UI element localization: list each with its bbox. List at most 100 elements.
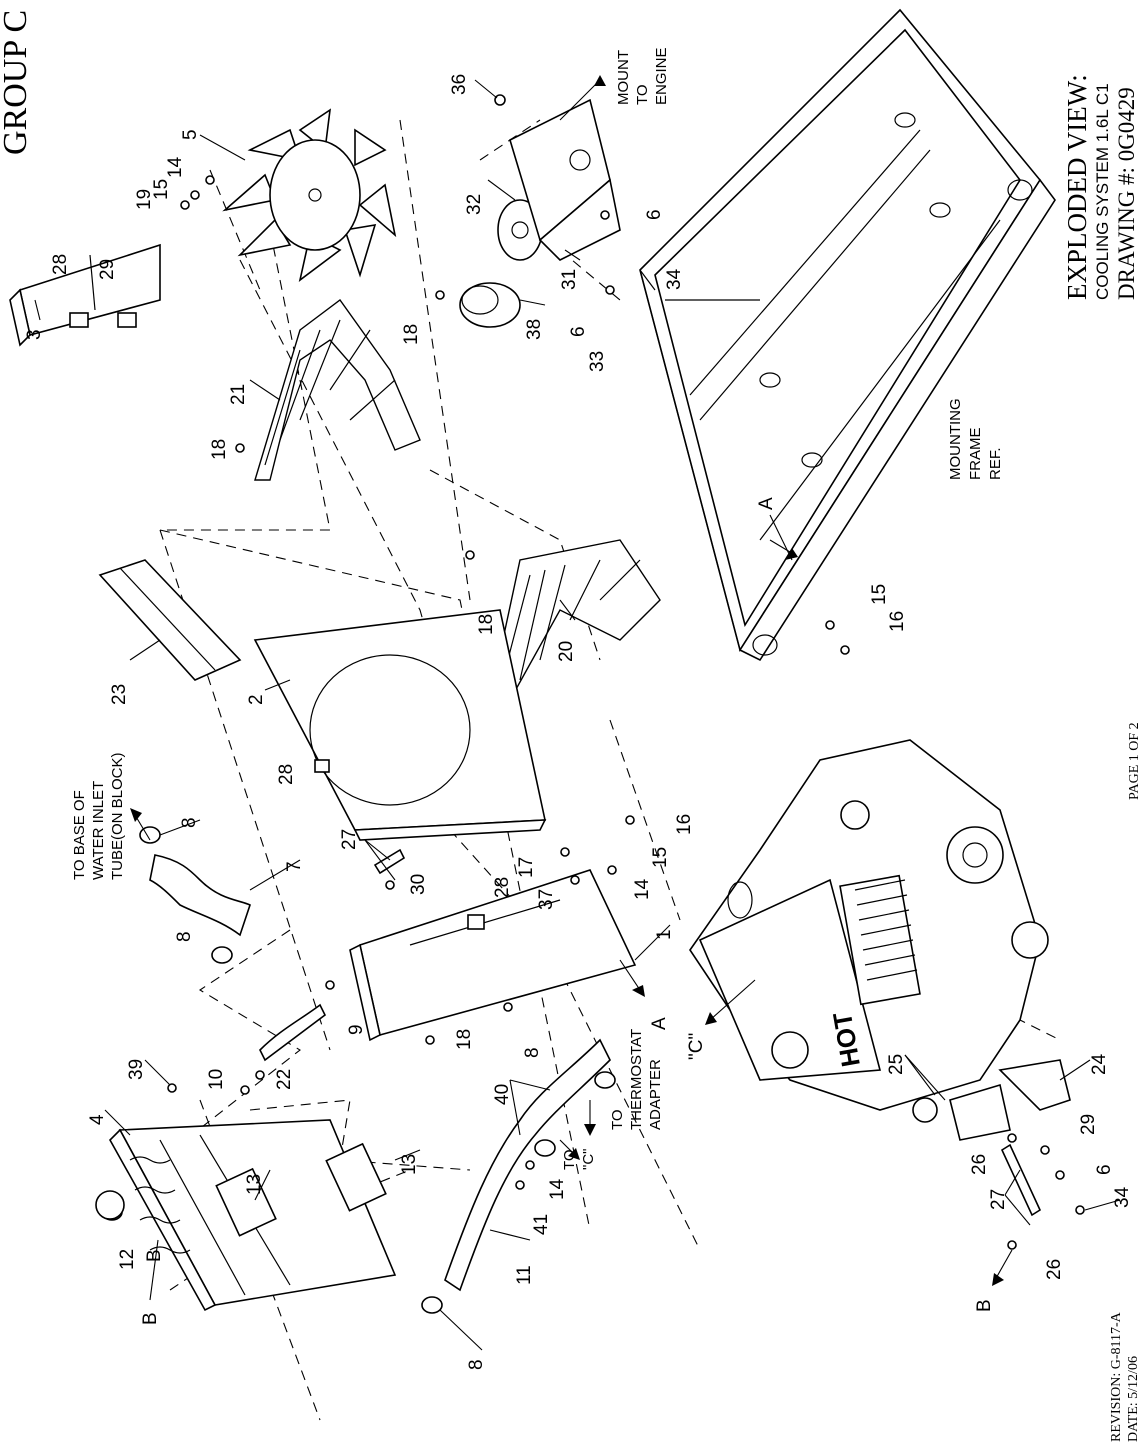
fan-blade xyxy=(222,108,397,282)
callout: 10 xyxy=(206,1069,227,1090)
callout: 4 xyxy=(87,1114,108,1125)
page-number: PAGE 1 OF 2 xyxy=(1127,722,1138,800)
callout: 27 xyxy=(339,829,360,850)
callout: 24 xyxy=(1089,1053,1110,1075)
overflow-tank xyxy=(949,1059,1071,1141)
callout: 8 xyxy=(179,817,200,828)
to-base-note: TO BASE OF WATER INLET TUBE(ON BLOCK) xyxy=(71,752,126,880)
callout: 33 xyxy=(587,351,608,372)
callout: 14 xyxy=(165,156,186,178)
water-pump-pulley xyxy=(459,199,543,328)
hose-27b xyxy=(373,848,406,875)
label-29 xyxy=(117,312,137,328)
system-name: COOLING SYSTEM 1.6L C1 xyxy=(1093,83,1112,300)
callout: 29 xyxy=(97,259,118,280)
hose-11 xyxy=(444,1038,611,1292)
callout: 34 xyxy=(1112,1186,1133,1208)
to-base-line-2: WATER INLET xyxy=(90,781,107,880)
group-title: GROUP C xyxy=(0,10,34,155)
to-thermostat-note: TO THERMOSTAT ADAPTER xyxy=(609,1025,664,1130)
mounting-frame-note: MOUNTING FRAME REF. xyxy=(947,394,1004,480)
callout: 37 xyxy=(536,889,557,910)
mount-line-2: TO xyxy=(634,84,651,105)
callout: 38 xyxy=(524,319,545,340)
engine xyxy=(689,739,1049,1111)
callout: 20 xyxy=(556,641,577,662)
callout: 8 xyxy=(174,931,195,942)
radiator-shroud xyxy=(253,609,547,841)
mounting-frame-line-3: REF. xyxy=(987,447,1004,480)
label-28b xyxy=(467,914,485,930)
callout: 7 xyxy=(284,861,305,872)
callout: 9 xyxy=(346,1024,367,1035)
hose-9 xyxy=(259,1003,327,1062)
callout: 40 xyxy=(492,1084,513,1105)
callout: 6 xyxy=(568,326,589,337)
drawing-number: DRAWING #: 0G0429 xyxy=(1114,87,1138,300)
callout: 18 xyxy=(401,324,422,345)
callout: 30 xyxy=(408,874,429,895)
to-c-line-2: "C" xyxy=(580,1149,597,1170)
thermostat-line-2: THERMOSTAT xyxy=(628,1029,645,1130)
mount-line-1: MOUNT xyxy=(615,50,632,105)
hose-7 xyxy=(149,854,251,937)
revision-date: DATE: 5/12/06 xyxy=(1126,1356,1138,1442)
callout: 8 xyxy=(522,1047,543,1058)
callout: 28 xyxy=(276,764,297,785)
callout: 15 xyxy=(869,584,890,605)
callout: 27 xyxy=(988,1189,1009,1210)
to-c-note: TO "C" xyxy=(561,1145,597,1170)
callout: 19 xyxy=(134,189,155,210)
callout: 6 xyxy=(1094,1164,1115,1175)
callout: 3 xyxy=(24,329,45,340)
to-c-line-1: TO xyxy=(561,1149,578,1170)
callout: 5 xyxy=(180,129,201,140)
callout: 2 xyxy=(246,694,267,705)
thermostat-line-1: TO xyxy=(609,1109,626,1130)
cap-12 xyxy=(95,1190,125,1220)
callout: 28 xyxy=(492,877,513,898)
callout: 17 xyxy=(516,857,537,878)
callout: 11 xyxy=(514,1265,535,1285)
callout: 29 xyxy=(1078,1114,1099,1135)
callout: 16 xyxy=(887,611,908,632)
callout: 14 xyxy=(547,1178,568,1200)
to-base-line-1: TO BASE OF xyxy=(71,790,88,880)
callout: 15 xyxy=(151,179,172,200)
view-title: EXPLODED VIEW: xyxy=(1062,74,1092,300)
bracket-3 xyxy=(9,243,161,347)
callout: 39 xyxy=(126,1059,147,1080)
baffle-23 xyxy=(98,559,242,681)
ref-b-radiator: B xyxy=(140,1312,161,1325)
cap-25 xyxy=(912,1097,938,1123)
radiator xyxy=(109,1119,397,1312)
callout: 14 xyxy=(632,878,653,900)
callout: 12 xyxy=(117,1249,138,1270)
callout: 18 xyxy=(209,439,230,460)
callout: 26 xyxy=(1044,1259,1065,1280)
to-base-line-3: TUBE(ON BLOCK) xyxy=(109,752,126,880)
callout-leaders xyxy=(34,79,1121,1351)
flow-arrows xyxy=(130,75,1013,1301)
callout: 6 xyxy=(644,209,665,220)
callout: 13 xyxy=(399,1154,420,1175)
callout: 32 xyxy=(464,194,485,215)
callout: 41 xyxy=(531,1214,552,1235)
callout: 1 xyxy=(654,929,675,940)
mount-line-3: ENGINE xyxy=(653,47,670,105)
mount-to-engine-note: MOUNT TO ENGINE xyxy=(615,46,670,105)
callout: 36 xyxy=(449,74,470,95)
label-28 xyxy=(69,312,89,328)
callout: 18 xyxy=(454,1029,475,1050)
fan-guard-20 xyxy=(489,539,661,701)
mounting-frame-line-1: MOUNTING xyxy=(947,398,964,480)
callout: 26 xyxy=(969,1154,990,1175)
callout: 15 xyxy=(650,847,671,868)
mount-bracket-32 xyxy=(509,98,621,261)
callout: 25 xyxy=(886,1054,907,1075)
callout: 21 xyxy=(228,384,249,405)
callout: 8 xyxy=(466,1359,487,1370)
fan-guard-21 xyxy=(254,299,421,481)
revision: REVISION: G-8117-A xyxy=(1109,1311,1124,1442)
